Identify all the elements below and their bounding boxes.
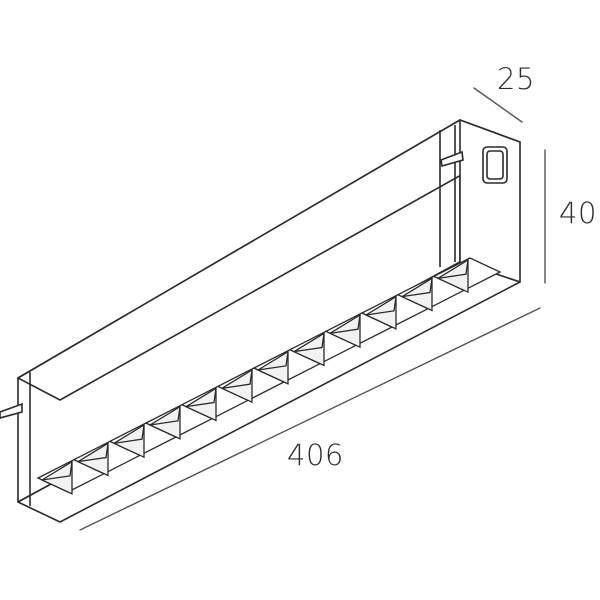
- led-optic-cell: [360, 293, 430, 330]
- width-dimension-label: 25: [497, 62, 535, 96]
- length-dimension-label: 406: [287, 438, 344, 472]
- width-dimension-line: [473, 87, 523, 123]
- led-optic-cells: [36, 257, 502, 495]
- optic-rim: [185, 388, 217, 408]
- optic-rim: [257, 351, 289, 371]
- height-dimension-label: 40: [559, 196, 597, 230]
- optic-rim: [221, 369, 253, 389]
- optic-rim: [293, 333, 325, 353]
- connector-clip-right: [440, 150, 464, 168]
- led-optic-cell: [144, 403, 214, 440]
- led-optic-cell: [180, 385, 250, 422]
- connector-clip-left: [0, 402, 23, 419]
- dimension-lines: [79, 87, 546, 531]
- optic-rim: [149, 406, 181, 426]
- optic-rim: [113, 424, 145, 444]
- led-optic-cell: [432, 257, 502, 294]
- led-optic-cell: [252, 348, 322, 385]
- led-optic-cell: [72, 440, 142, 477]
- optic-rim: [437, 259, 469, 279]
- housing-end-face: [459, 119, 521, 283]
- length-dimension-line: [79, 307, 541, 531]
- led-optic-cell: [36, 458, 106, 495]
- optic-rim: [41, 461, 73, 481]
- optic-rim: [77, 443, 109, 463]
- connector-end: [0, 146, 508, 419]
- optic-rim: [365, 296, 397, 316]
- connector-socket: [482, 146, 508, 184]
- connector-socket-inner: [486, 150, 504, 180]
- led-optic-cell: [324, 312, 394, 349]
- optic-rim: [329, 314, 361, 334]
- optic-rim: [401, 278, 433, 298]
